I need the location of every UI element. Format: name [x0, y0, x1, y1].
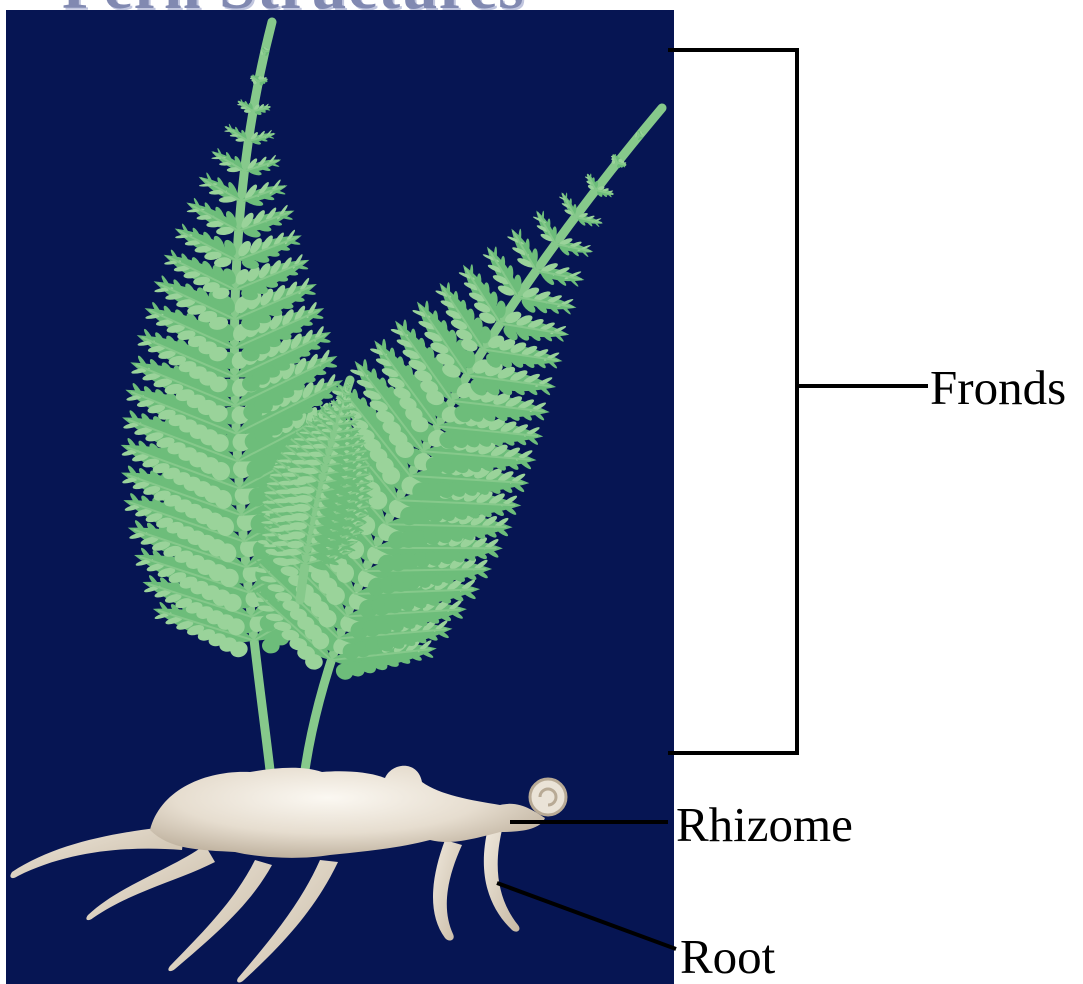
frond-right-pinna-left-lobe: [425, 347, 434, 365]
fiddlehead: [530, 779, 566, 815]
frond-inner-pinna-right-midrib: [343, 401, 351, 402]
label-root: Root: [680, 932, 775, 981]
label-rhizome: Rhizome: [676, 800, 853, 849]
frond-inner-pinna-left-midrib: [346, 386, 347, 387]
label-fronds: Fronds: [930, 363, 1066, 412]
fronds-bracket: [668, 50, 797, 753]
frond-left-pinna-right-midrib: [265, 51, 269, 52]
frond-right-pinna-right-midrib: [639, 135, 643, 136]
